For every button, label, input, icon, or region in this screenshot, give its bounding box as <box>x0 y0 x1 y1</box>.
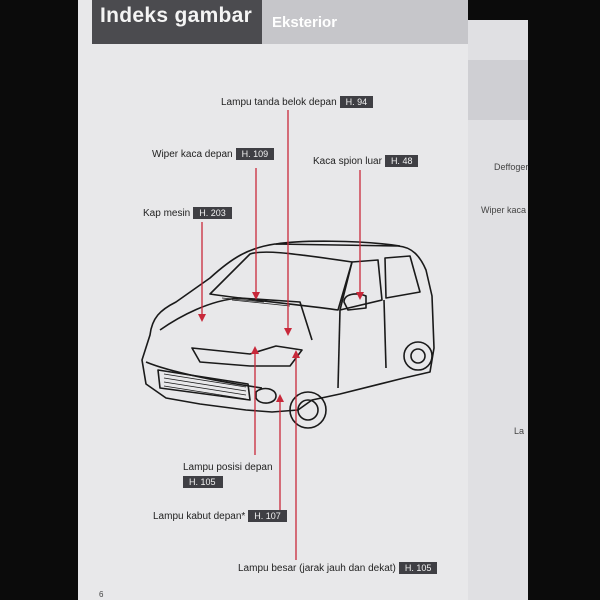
callout-fog-lamp: Lampu kabut depan*H. 107 <box>153 510 287 522</box>
arrow-wiper <box>252 292 260 300</box>
car-bumper-line <box>145 361 263 389</box>
adjacent-page <box>468 20 528 600</box>
car-wiper-strokes <box>221 297 291 307</box>
car-grille-slats <box>163 373 247 400</box>
callout-wiper-label: Wiper kaca depan <box>152 149 233 160</box>
car-wheel-rear <box>403 341 433 371</box>
callout-position-lamp: Lampu posisi depan H. 105 <box>183 462 273 488</box>
section-title: Eksterior <box>272 14 338 31</box>
callout-fog-lamp-page: H. 107 <box>248 510 287 522</box>
callout-position-lamp-page: H. 105 <box>183 476 223 488</box>
callout-headlamp: Lampu besar (jarak jauh dan dekat)H. 105 <box>238 562 438 574</box>
header-light-band <box>262 0 468 44</box>
header-dark-band <box>92 0 262 44</box>
adjacent-page-strip <box>468 60 528 120</box>
car-door-line <box>337 309 341 389</box>
arrow-mirror <box>356 292 364 300</box>
callout-headlamp-page: H. 105 <box>398 562 438 574</box>
callout-wiper-page: H. 109 <box>235 148 275 160</box>
adjacent-label-fragment: La <box>514 426 525 436</box>
car-roof-line <box>275 240 401 247</box>
arrow-hood <box>198 314 206 322</box>
car-fog-recess <box>255 387 277 404</box>
car-wheel-front-hub <box>297 399 319 421</box>
callout-position-lamp-label: Lampu posisi depan <box>183 462 273 473</box>
car-mirror <box>343 293 367 311</box>
callout-mirror-page: H. 48 <box>384 155 419 167</box>
car-wheel-rear-hub <box>410 348 426 364</box>
car-windshield <box>209 251 353 311</box>
car-grille-outline <box>157 369 251 401</box>
car-side-window-rear <box>384 255 421 299</box>
callout-turn-signal-label: Lampu tanda belok depan <box>221 97 337 108</box>
callout-fog-lamp-label: Lampu kabut depan* <box>153 511 246 522</box>
arrow-position-lamp <box>251 346 259 354</box>
page-title: Indeks gambar <box>100 4 253 27</box>
adjacent-label-wiper: Wiper kaca <box>481 205 527 215</box>
callout-mirror-label: Kaca spion luar <box>313 156 382 167</box>
callout-headlamp-label: Lampu besar (jarak jauh dan dekat) <box>238 563 396 574</box>
car-headlamp-outline <box>191 345 303 367</box>
arrow-turn-signal <box>284 328 292 336</box>
car-hood-line <box>159 297 313 341</box>
car-side-window-front <box>339 259 383 311</box>
car-wheel-front <box>289 391 327 429</box>
car-rear-door-line <box>383 299 387 369</box>
adjacent-label-defogger: Deffoger <box>494 162 529 172</box>
page-number: 6 <box>99 590 104 599</box>
callout-turn-signal-page: H. 94 <box>339 96 374 108</box>
arrow-fog-lamp <box>276 394 284 402</box>
arrow-headlamp <box>292 350 300 358</box>
callout-hood-page: H. 203 <box>193 207 232 219</box>
callout-hood-label: Kap mesin <box>143 208 191 219</box>
